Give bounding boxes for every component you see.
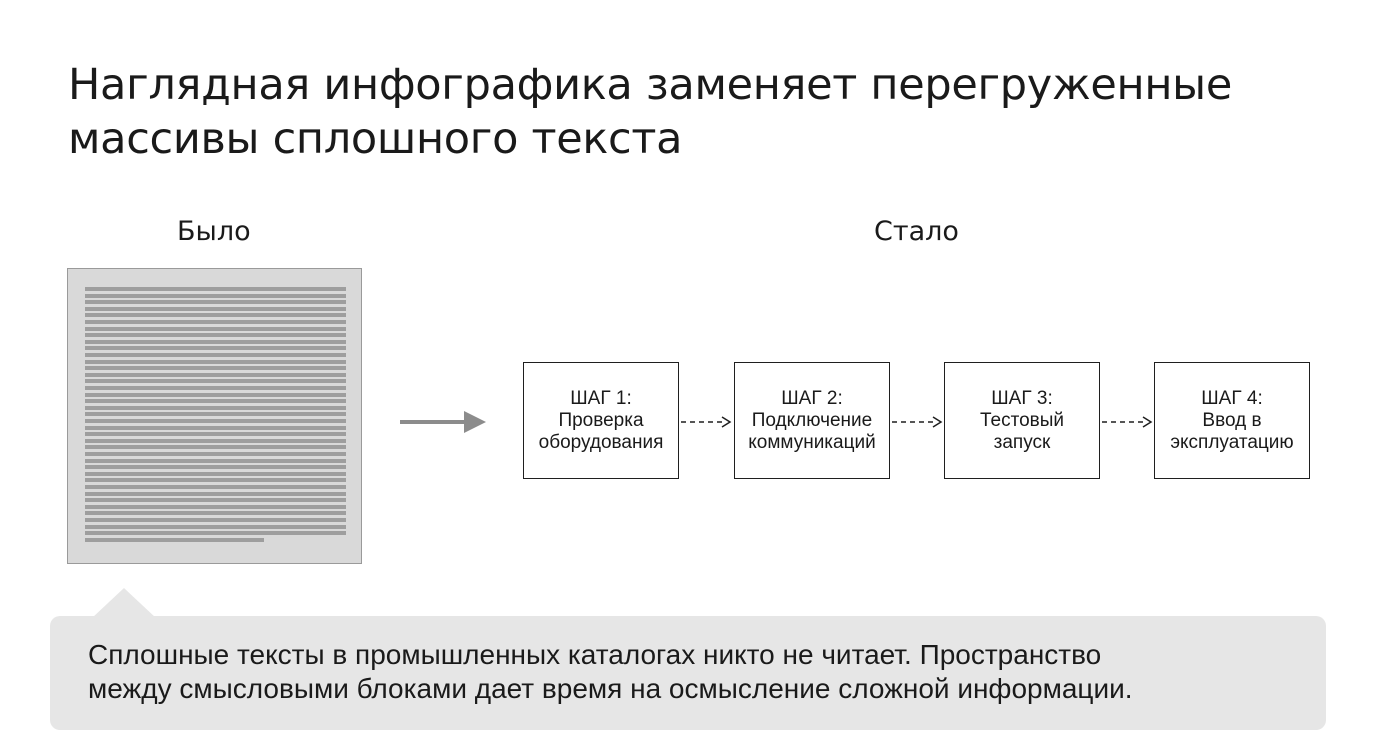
text-line xyxy=(85,320,346,324)
dashed-arrow-icon xyxy=(1102,416,1153,428)
text-line xyxy=(85,412,346,417)
text-line xyxy=(85,518,346,522)
step-4-label: ШАГ 4: xyxy=(1201,387,1263,409)
text-line xyxy=(85,432,346,437)
text-line xyxy=(85,346,346,351)
text-line xyxy=(85,353,346,357)
text-line xyxy=(85,511,346,516)
text-line xyxy=(85,405,346,410)
step-1-label: ШАГ 1: xyxy=(570,387,632,409)
after-label: Стало xyxy=(874,216,959,247)
text-line xyxy=(85,306,346,311)
text-line xyxy=(85,386,346,390)
text-line xyxy=(85,392,346,397)
text-line xyxy=(85,498,346,503)
text-line xyxy=(85,339,346,344)
text-line xyxy=(85,333,346,338)
text-line xyxy=(85,478,346,483)
text-line xyxy=(85,485,346,489)
dense-text-block xyxy=(67,268,362,564)
caption-note xyxy=(50,616,1326,730)
step-3-line-1: Тестовый xyxy=(979,409,1065,431)
text-line xyxy=(85,504,346,509)
caption-line-2: между смысловыми блоками дает время на о… xyxy=(88,673,1133,704)
text-line xyxy=(85,300,346,305)
step-box-4: ШАГ 4: Ввод в эксплуатацию xyxy=(1154,362,1310,479)
step-3-line-2: запуск xyxy=(993,431,1051,453)
step-4-line-1: Ввод в xyxy=(1202,409,1262,431)
transition-arrow-icon xyxy=(400,411,486,433)
caption-line-1: Сплошные тексты в промышленных каталогах… xyxy=(88,639,1102,670)
step-1-line-1: Проверка xyxy=(558,409,644,431)
text-line xyxy=(85,531,346,536)
text-line xyxy=(85,419,346,423)
text-line xyxy=(85,372,346,377)
dashed-arrow-icon xyxy=(681,416,732,428)
step-box-3: ШАГ 3: Тестовый запуск xyxy=(944,362,1100,479)
text-line xyxy=(85,366,346,371)
text-line xyxy=(85,379,346,384)
text-line xyxy=(85,438,346,443)
text-line xyxy=(85,287,346,291)
step-box-1: ШАГ 1: Проверка оборудования xyxy=(523,362,679,479)
text-line xyxy=(85,452,346,456)
text-line xyxy=(85,293,346,298)
caption-text: Сплошные тексты в промышленных каталогах… xyxy=(88,638,1318,706)
step-3-label: ШАГ 3: xyxy=(991,387,1053,409)
step-1-line-2: оборудования xyxy=(538,431,664,453)
text-line xyxy=(85,491,346,496)
before-label: Было xyxy=(177,216,251,247)
text-line xyxy=(85,524,346,529)
step-2-line-2: коммуникаций xyxy=(748,431,876,453)
title-line-1: Наглядная инфографика заменяет перегруже… xyxy=(68,60,1232,110)
page-title: Наглядная инфографика заменяет перегруже… xyxy=(68,58,1328,166)
text-line xyxy=(85,359,346,364)
text-line xyxy=(85,326,346,331)
text-line xyxy=(85,425,346,430)
note-pointer xyxy=(92,588,156,618)
title-line-2: массивы сплошного текста xyxy=(68,114,683,164)
step-4-line-2: эксплуатацию xyxy=(1170,431,1294,453)
text-line xyxy=(85,445,346,450)
text-line xyxy=(85,471,346,476)
text-line xyxy=(85,313,346,318)
dashed-arrow-icon xyxy=(892,416,943,428)
step-2-line-1: Подключение xyxy=(751,409,873,431)
text-line xyxy=(85,458,346,463)
text-line xyxy=(85,399,346,404)
text-line xyxy=(85,465,346,470)
text-line xyxy=(85,537,264,542)
step-2-label: ШАГ 2: xyxy=(781,387,843,409)
step-box-2: ШАГ 2: Подключение коммуникаций xyxy=(734,362,890,479)
